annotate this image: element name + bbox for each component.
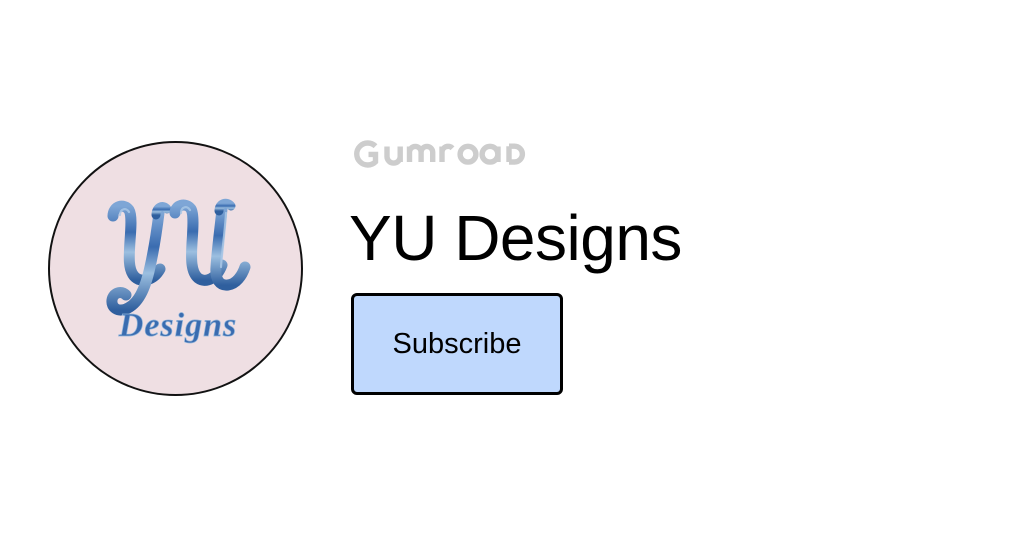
- avatar[interactable]: Designs: [48, 141, 303, 396]
- monogram-subtext: Designs: [118, 307, 237, 344]
- monogram-yu: [106, 198, 251, 316]
- gumroad-wordmark-icon: [354, 140, 526, 168]
- page-title: YU Designs: [349, 202, 682, 274]
- avatar-logo-artwork: Designs: [106, 198, 251, 344]
- subscribe-button[interactable]: Subscribe: [351, 293, 563, 395]
- gumroad-logo[interactable]: [351, 137, 527, 171]
